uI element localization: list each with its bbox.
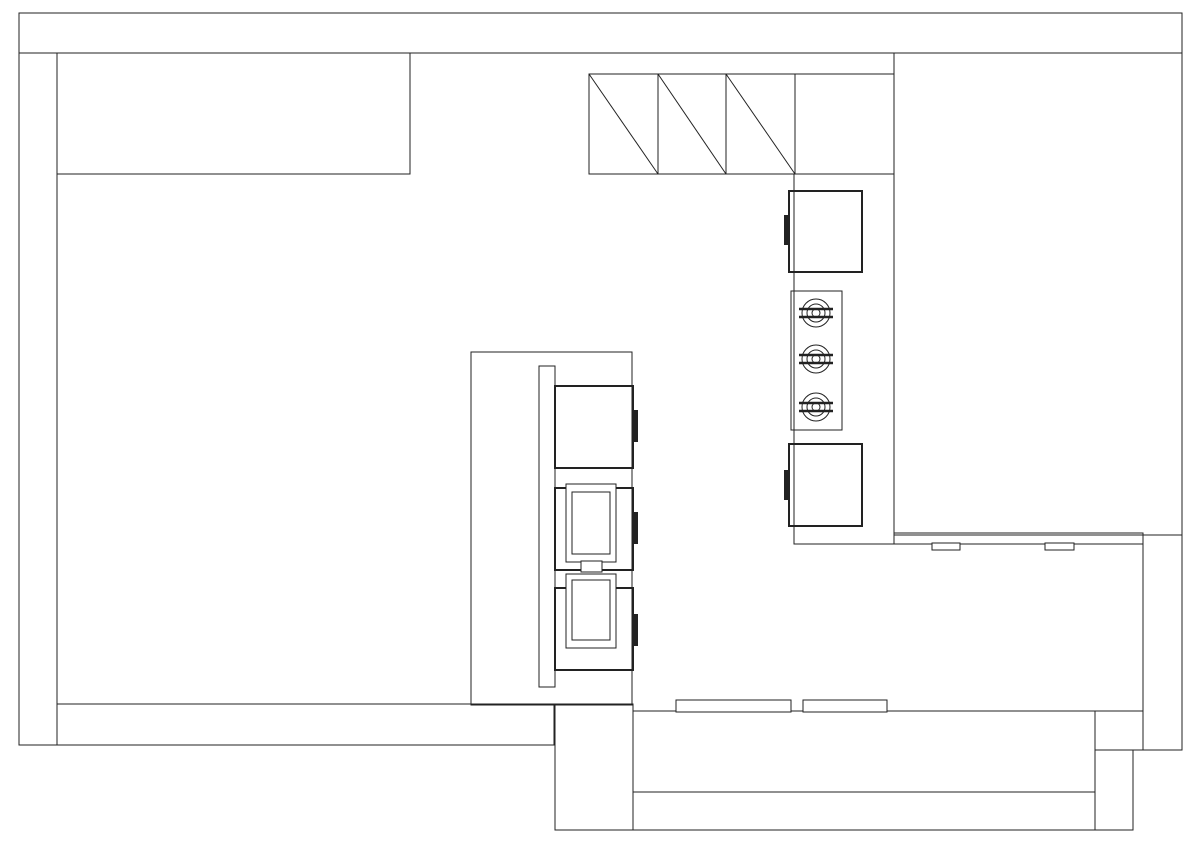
wall-right-lower bbox=[1142, 534, 1183, 751]
wall-corner-right bbox=[1094, 710, 1144, 751]
kitchen-island bbox=[470, 351, 638, 706]
vents bbox=[931, 542, 1075, 551]
right-counter bbox=[784, 173, 895, 545]
wall-top bbox=[18, 12, 1183, 54]
room-outline bbox=[632, 532, 1144, 792]
burner-icon bbox=[799, 298, 833, 328]
vent bbox=[931, 542, 961, 551]
burner-icon bbox=[799, 392, 833, 422]
island-ledge bbox=[538, 365, 556, 688]
oven-lower bbox=[788, 443, 863, 527]
burner-icon bbox=[799, 344, 833, 374]
vent bbox=[1044, 542, 1075, 551]
window-sill bbox=[802, 699, 888, 713]
oven-lower-handle bbox=[784, 470, 789, 500]
wall-step-left bbox=[554, 703, 634, 831]
window-sills bbox=[675, 699, 888, 713]
wall-bottom-alcove bbox=[632, 791, 1096, 831]
island-cabinet bbox=[554, 385, 634, 469]
cooktop bbox=[790, 290, 843, 431]
sink-icon bbox=[565, 483, 617, 649]
wall-right-block bbox=[893, 52, 1183, 536]
island-cabinet-handle bbox=[633, 614, 638, 646]
wall-step-right bbox=[1094, 749, 1134, 831]
island-cabinet-handle bbox=[633, 512, 638, 544]
wall-upper-left-block bbox=[56, 52, 411, 175]
oven-upper bbox=[788, 190, 863, 273]
walls bbox=[18, 12, 1183, 831]
window-sill bbox=[675, 699, 792, 713]
island-cabinet-handle bbox=[633, 410, 638, 442]
upper-cabinets bbox=[588, 73, 895, 175]
oven-upper-handle bbox=[784, 215, 789, 245]
wall-left bbox=[18, 52, 58, 746]
wall-bottom-left bbox=[56, 703, 555, 746]
